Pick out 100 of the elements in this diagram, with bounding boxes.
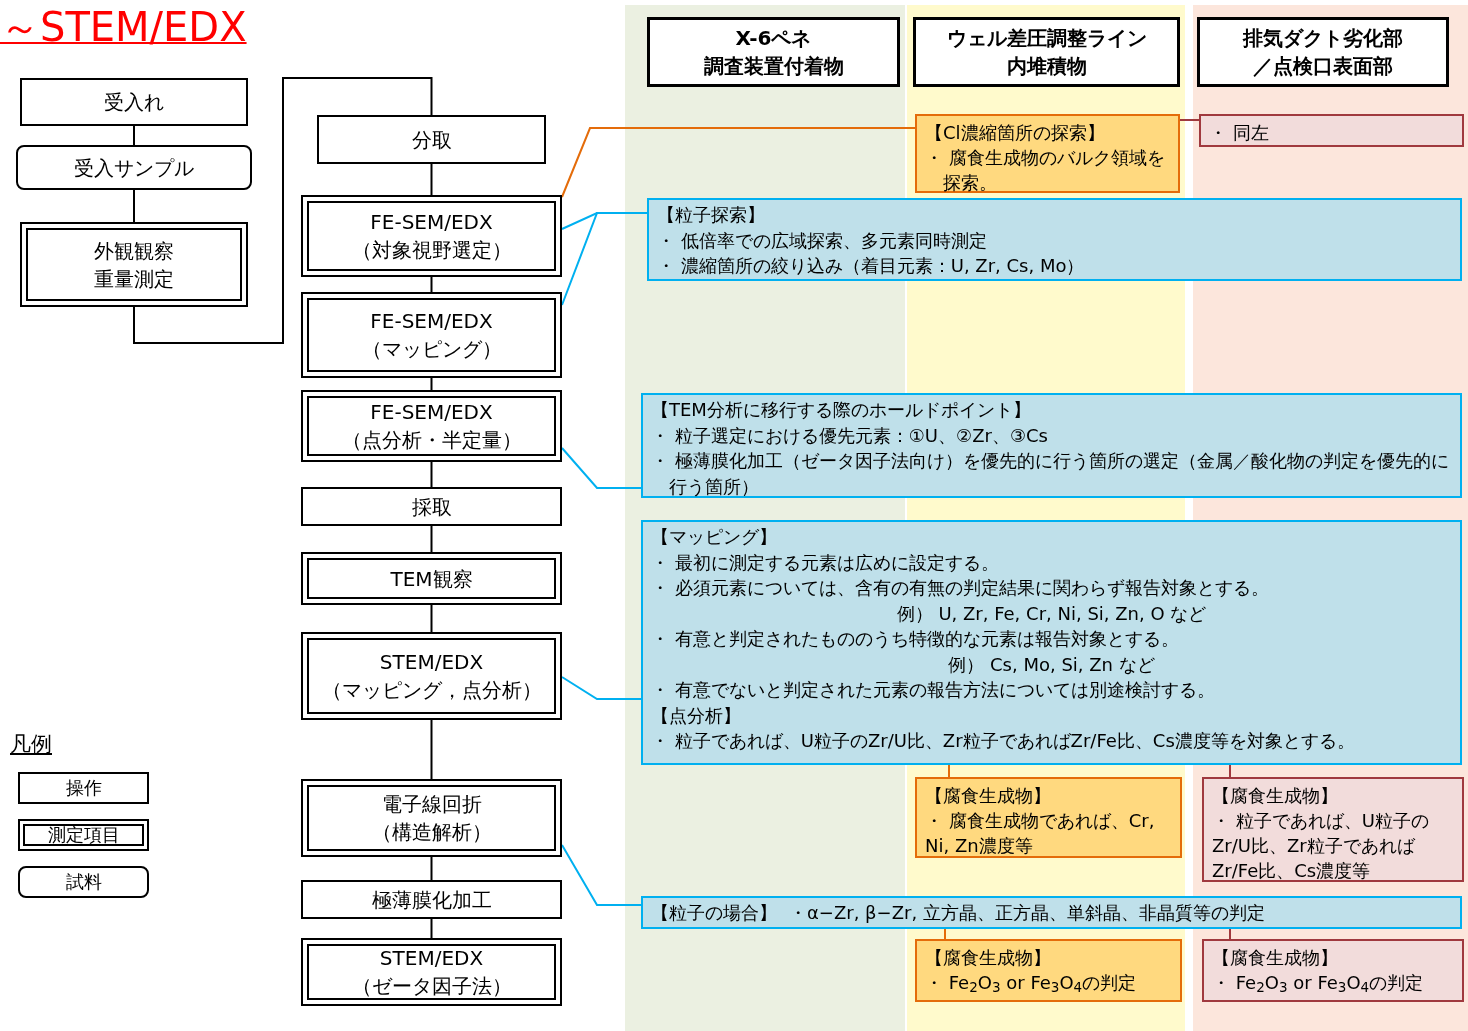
note-box xyxy=(647,198,1462,281)
title: ～STEM/EDX xyxy=(0,4,247,50)
note-text: ・ 有意でないと判定された元素の報告方法については別途検討する。 xyxy=(651,678,1216,702)
note-text: ・ 粒子であれば、U粒子のZr/U比、Zr粒子であればZr/Fe比、Cs濃度等 xyxy=(1212,809,1430,883)
note-text: 受入サンプル xyxy=(74,154,194,182)
note-text: 【点分析】 xyxy=(651,703,742,728)
process-box xyxy=(301,880,562,919)
note-text: FE-SEM/EDX xyxy=(370,399,493,426)
header-text: 調査装置付着物 xyxy=(703,53,844,80)
connector-line xyxy=(430,719,433,780)
leader-line xyxy=(561,676,642,700)
note-text: ・ 腐食生成物のバルク領域を探索。 xyxy=(925,146,1166,195)
connector-line xyxy=(430,918,433,939)
measurement-box xyxy=(301,195,562,277)
note-text: （ゼータ因子法） xyxy=(351,973,512,1000)
leader-line xyxy=(944,928,946,940)
connector-line xyxy=(430,377,433,391)
leader-line xyxy=(561,447,642,489)
note-text: （対象視野選定） xyxy=(351,237,512,264)
connector-line xyxy=(133,125,135,146)
note-box xyxy=(915,114,1180,193)
note-text: （マッピング，点分析） xyxy=(321,677,542,704)
note-text: 【TEM分析に移行する際のホールドポイント】 xyxy=(651,398,1032,422)
process-box xyxy=(317,115,546,164)
note-text: ・ 濃縮箇所の絞り込み（着目元素：U, Zr, Cs, Mo） xyxy=(657,254,1086,278)
note-text: ・ 腐食生成物であれば、Cr, Ni, Zn濃度等 xyxy=(925,809,1156,858)
column-header xyxy=(1197,17,1449,87)
note-text: （マッピング） xyxy=(361,336,502,363)
note-box xyxy=(915,777,1182,858)
note-text: 【腐食生成物】 xyxy=(1212,784,1339,808)
measurement-box xyxy=(301,632,562,720)
note-text: ・ 低倍率での広域探索、多元素同時測定 xyxy=(657,228,988,253)
note-box xyxy=(1202,777,1464,882)
note-text: （構造解析） xyxy=(371,819,492,846)
connector-line xyxy=(430,525,433,553)
leader-line xyxy=(561,844,642,906)
leader-line xyxy=(1229,928,1231,940)
note-text: ・ 極薄膜化加工（ゼータ因子法向け）を優先的に行う箇所の選定（金属／酸化物の判定を優先的に行う箇所） xyxy=(651,449,1450,499)
note-box xyxy=(915,939,1182,1002)
note-box xyxy=(641,393,1462,498)
note-text: 外観観察 xyxy=(94,237,174,265)
note-text: 電子線回折 xyxy=(381,791,482,818)
process-box xyxy=(301,487,562,526)
note-text: 【腐食生成物】 xyxy=(925,946,1052,970)
note-text: 【粒子探索】 xyxy=(657,203,766,227)
header-text: 排気ダクト劣化部 xyxy=(1243,25,1403,52)
leader-line xyxy=(1229,764,1231,778)
note-text: FE-SEM/EDX xyxy=(370,308,493,335)
note-text: ・ 同左 xyxy=(1209,121,1270,145)
leader-line xyxy=(561,127,916,198)
note-text: ・ 有意と判定されたもののうち特徴的な元素は報告対象とする。 xyxy=(651,627,1180,651)
note-text: ・ 必須元素については、含有の有無の判定結果に関わらず報告対象とする。 xyxy=(651,576,1270,600)
note-box xyxy=(1202,939,1464,1002)
note-text: TEM観察 xyxy=(390,565,473,593)
note-text: ・ 粒子であれば、U粒子のZr/U比、Zr粒子であればZr/Fe比、Cs濃度等を対象とする。 xyxy=(651,729,1356,753)
note-text: 例） Cs, Mo, Si, Zn など xyxy=(947,652,1156,677)
note-box xyxy=(641,520,1462,765)
connector-line xyxy=(430,604,433,633)
note-text: 【腐食生成物】 xyxy=(1212,946,1339,970)
measurement-box xyxy=(301,552,562,605)
process-box xyxy=(20,78,248,126)
note-text: ・ Fe$_{2}$O$_{3}$ or Fe$_{3}$O$_{4}$の判定 xyxy=(1212,971,1425,995)
note-text: 【腐食生成物】 xyxy=(925,784,1052,808)
note-text: 【Cl濃縮箇所の探索】 xyxy=(925,121,1106,145)
note-text: 【粒子の場合】 xyxy=(651,900,777,925)
note-text: ・α−Zr, β−Zr, 立方晶、正方晶、単斜晶、非晶質等の判定 xyxy=(789,900,1265,925)
connector-line xyxy=(133,77,433,344)
note-text: 重量測定 xyxy=(94,265,174,293)
sample-box xyxy=(16,145,252,190)
header-text: ／点検口表面部 xyxy=(1253,53,1393,80)
note-text: 例） U, Zr, Fe, Cr, Ni, Si, Zn, O など xyxy=(895,601,1208,626)
note-text: 採取 xyxy=(411,493,452,521)
note-text: STEM/EDX xyxy=(379,945,484,972)
note-text: 受入れ xyxy=(104,89,164,116)
note-box xyxy=(1199,114,1464,147)
measurement-box xyxy=(301,390,562,462)
connector-line xyxy=(430,276,433,293)
note-text: 【マッピング】 xyxy=(651,525,778,549)
note-text: ・ Fe$_{2}$O$_{3}$ or Fe$_{3}$O$_{4}$の判定 xyxy=(925,971,1138,995)
header-text: X-6ペネ xyxy=(735,25,812,52)
measurement-box xyxy=(301,779,562,857)
legend-heading: 凡例 xyxy=(10,731,52,758)
leader-line xyxy=(948,764,950,778)
note-text: ・ 最初に測定する元素は広めに設定する。 xyxy=(651,550,1000,575)
measurement-box xyxy=(301,292,562,378)
note-text: ・ 粒子選定における優先元素：①U、②Zr、③Cs xyxy=(651,423,1049,448)
header-text: ウェル差圧調整ライン xyxy=(946,25,1147,52)
leader-line xyxy=(1179,119,1200,121)
measurement-box xyxy=(20,222,248,307)
column-header xyxy=(647,17,900,87)
header-text: 内堆積物 xyxy=(1006,53,1087,80)
note-text: （点分析・半定量） xyxy=(341,427,522,454)
column-header xyxy=(913,17,1180,87)
measurement-box xyxy=(301,938,562,1006)
legend-text: 試料 xyxy=(65,870,102,894)
note-box xyxy=(641,896,1462,929)
legend-text: 操作 xyxy=(65,776,102,800)
connector-line xyxy=(430,461,433,488)
connector-line xyxy=(133,189,135,223)
legend-text: 測定項目 xyxy=(47,823,120,847)
